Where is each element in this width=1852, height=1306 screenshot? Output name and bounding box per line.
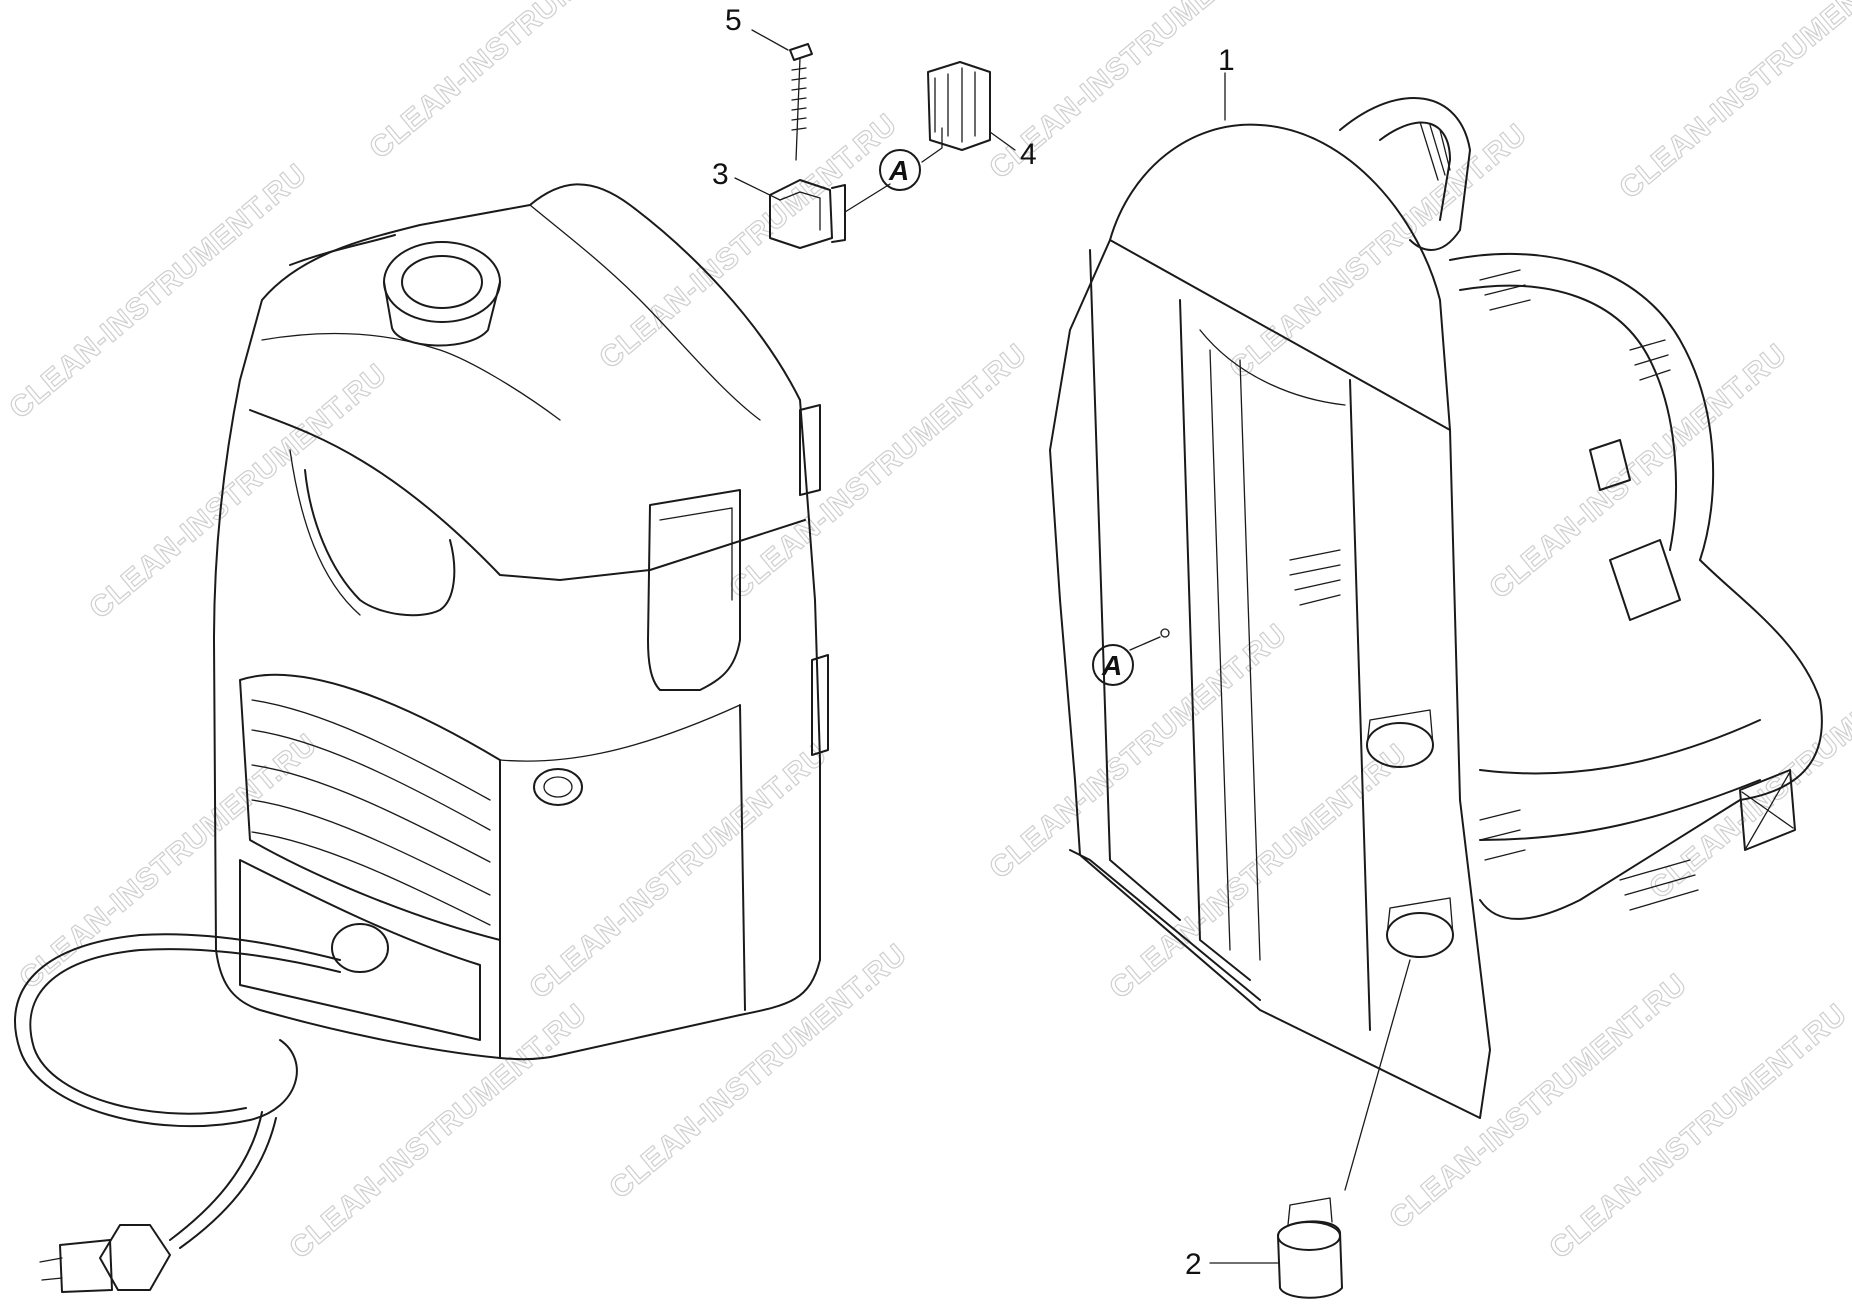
vacuum-unit-drawing <box>14 183 829 1293</box>
reference-mark-label: A <box>888 155 909 186</box>
watermark-layer: CLEAN-INSTRUMENT.RU CLEAN-INSTRUMENT.RU … <box>3 0 1852 1266</box>
watermark-text: CLEAN-INSTRUMENT.RU <box>603 938 913 1206</box>
watermark-text: CLEAN-INSTRUMENT.RU <box>3 158 313 426</box>
callout-2: 2 <box>1185 1248 1202 1281</box>
watermark-text: CLEAN-INSTRUMENT.RU <box>1483 338 1793 606</box>
reference-mark-a-frame: A <box>1092 644 1134 686</box>
watermark-text: CLEAN-INSTRUMENT.RU <box>1643 638 1852 906</box>
callout-5: 5 <box>725 4 742 37</box>
backpack-frame-drawing <box>1049 72 1823 1299</box>
callout-1: 1 <box>1218 44 1235 77</box>
watermark-text: CLEAN-INSTRUMENT.RU <box>1223 118 1533 386</box>
watermark-text: CLEAN-INSTRUMENT.RU <box>1613 0 1852 205</box>
callout-4: 4 <box>1020 138 1037 171</box>
watermark-text: CLEAN-INSTRUMENT.RU <box>283 998 593 1266</box>
watermark-text: CLEAN-INSTRUMENT.RU <box>523 738 833 1006</box>
reference-mark-label: A <box>1101 650 1122 681</box>
watermark-text: CLEAN-INSTRUMENT.RU <box>983 618 1293 886</box>
small-parts-drawing <box>734 29 1016 249</box>
watermark-text: CLEAN-INSTRUMENT.RU <box>363 0 673 165</box>
callout-3: 3 <box>712 158 729 191</box>
watermark-text: CLEAN-INSTRUMENT.RU <box>723 338 1033 606</box>
watermark-text: CLEAN-INSTRUMENT.RU <box>593 108 903 376</box>
reference-mark-a-top: A <box>879 149 921 191</box>
